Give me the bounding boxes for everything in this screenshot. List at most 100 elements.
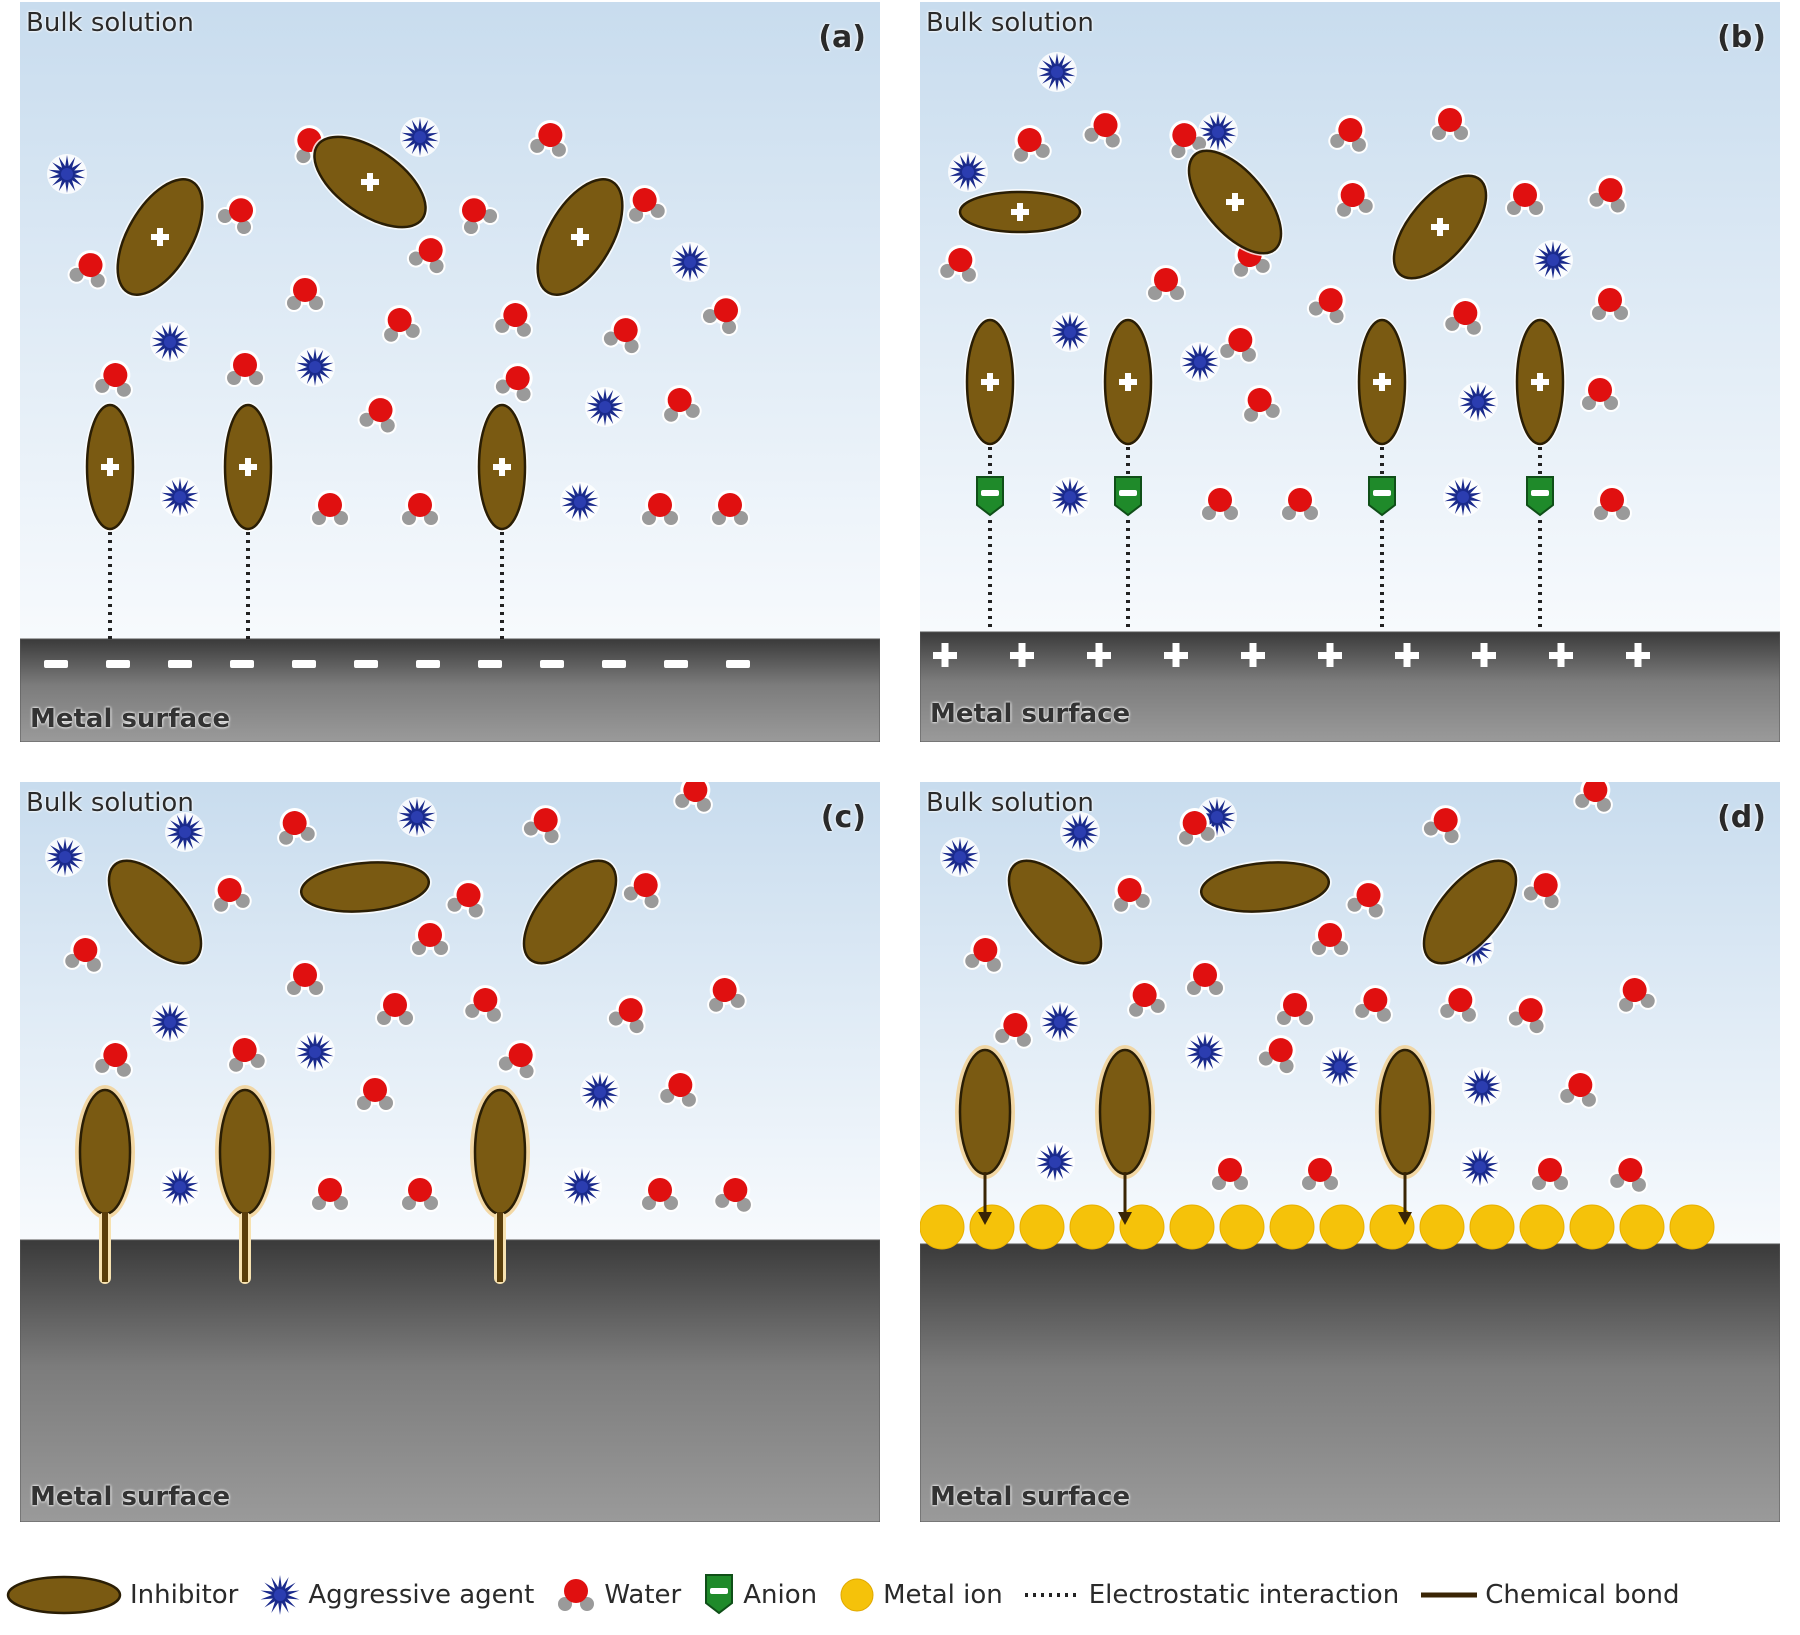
bulk-solution bbox=[920, 2, 1780, 632]
aggressive-agent bbox=[1460, 1147, 1500, 1187]
inhibitor-molecule bbox=[964, 317, 1016, 447]
inhibitor-molecule bbox=[1514, 317, 1566, 447]
panel-d: Bulk solution (d) Metal surface bbox=[920, 782, 1780, 1522]
metal-surface bbox=[20, 638, 880, 742]
plus-charge bbox=[1431, 218, 1449, 236]
inhibitor-icon bbox=[6, 1575, 122, 1615]
water-molecule bbox=[1573, 782, 1613, 814]
legend-label-anion: Anion bbox=[743, 1580, 818, 1610]
water-molecule bbox=[1590, 285, 1630, 322]
water-molecule bbox=[67, 250, 107, 290]
bulk-solution bbox=[20, 782, 880, 1240]
aggressive-agent bbox=[585, 387, 625, 427]
water-molecule bbox=[627, 185, 667, 224]
water-molecule bbox=[710, 490, 750, 527]
water-molecule bbox=[1530, 1155, 1570, 1192]
water-molecule bbox=[227, 1035, 267, 1074]
aggressive-agent bbox=[295, 347, 335, 387]
anion-icon bbox=[705, 1574, 734, 1615]
chemical-bond bbox=[242, 1212, 248, 1282]
panel-b-drawing bbox=[920, 2, 1780, 742]
legend-label-chemical-bond: Chemical bond bbox=[1485, 1580, 1680, 1610]
plus-charge bbox=[571, 228, 589, 246]
water-molecule bbox=[993, 1010, 1033, 1049]
inhibitor-molecule bbox=[215, 1085, 275, 1219]
plus-charge bbox=[1010, 643, 1034, 667]
aggressive-agent bbox=[1037, 52, 1077, 92]
plus-charge bbox=[1241, 643, 1265, 667]
aggressive-agent bbox=[150, 322, 190, 362]
electrostatic-interaction-icon bbox=[1024, 1593, 1081, 1597]
metal-ion bbox=[1319, 1204, 1365, 1250]
inhibitor-molecule bbox=[1095, 1045, 1155, 1179]
water-molecule bbox=[357, 395, 397, 435]
panel-a-bulk-label: Bulk solution bbox=[26, 8, 194, 38]
water-molecule bbox=[1506, 995, 1546, 1036]
inhibitor-molecule bbox=[957, 189, 1083, 235]
water-molecule bbox=[1345, 880, 1385, 920]
aggressive-agent bbox=[1180, 342, 1220, 382]
minus-charge bbox=[168, 660, 192, 668]
anion bbox=[1114, 476, 1142, 517]
bulk-solution bbox=[20, 2, 880, 639]
water-molecule bbox=[1256, 1035, 1296, 1076]
water-molecule bbox=[1310, 920, 1350, 957]
plus-charge bbox=[101, 458, 119, 476]
plus-charge bbox=[1164, 643, 1188, 667]
chemical-bond-arrowhead bbox=[978, 1212, 992, 1225]
inhibitor-molecule bbox=[84, 402, 136, 532]
water-molecule bbox=[285, 960, 325, 997]
water-molecule bbox=[212, 875, 252, 914]
plus-charge bbox=[1626, 643, 1650, 667]
aggressive-agent bbox=[160, 1167, 200, 1207]
legend-label-water: Water bbox=[604, 1580, 682, 1610]
panel-a-drawing bbox=[20, 2, 880, 742]
water-molecule bbox=[1617, 975, 1657, 1014]
water-molecule bbox=[1443, 298, 1483, 337]
water-molecule bbox=[1592, 485, 1632, 522]
legend-item-electrostatic-interaction: Electrostatic interaction bbox=[1023, 1573, 1399, 1617]
aggressive-agent bbox=[1443, 477, 1483, 517]
aggressive-agent bbox=[1320, 1047, 1360, 1087]
water-molecule bbox=[658, 1070, 698, 1109]
inhibitor-molecule bbox=[114, 176, 206, 298]
aggressive-agent bbox=[165, 812, 205, 852]
water-molecule bbox=[556, 1576, 597, 1613]
inhibitor-molecule bbox=[534, 176, 626, 298]
legend-item-anion: Anion bbox=[701, 1573, 817, 1617]
aggressive-agent bbox=[47, 154, 87, 194]
water-molecule bbox=[410, 920, 450, 957]
anion bbox=[976, 476, 1004, 517]
water-molecule bbox=[707, 975, 747, 1014]
metal-ion bbox=[1619, 1204, 1665, 1250]
metal-ion bbox=[1369, 1204, 1415, 1250]
water-molecule bbox=[310, 490, 350, 527]
water-molecule bbox=[1242, 385, 1282, 424]
water-molecule bbox=[225, 350, 265, 387]
panel-d-letter: (d) bbox=[1717, 800, 1766, 835]
metal-ion bbox=[1569, 1204, 1615, 1250]
aggressive-agent bbox=[562, 1167, 602, 1207]
water-molecule bbox=[1112, 875, 1152, 914]
water-molecule bbox=[1353, 985, 1393, 1024]
plus-charge bbox=[981, 373, 999, 391]
water-molecule bbox=[1280, 485, 1320, 522]
water-molecule bbox=[1335, 180, 1375, 219]
water-molecule bbox=[1218, 325, 1258, 364]
water-molecule bbox=[1328, 115, 1368, 154]
water-molecule bbox=[459, 195, 500, 237]
water-molecule bbox=[601, 315, 641, 356]
panel-b-bulk-label: Bulk solution bbox=[926, 8, 1094, 38]
water-molecule bbox=[640, 1175, 680, 1212]
legend-label-aggressive-agent: Aggressive agent bbox=[308, 1580, 535, 1610]
inhibitor-molecule bbox=[1421, 857, 1519, 967]
panel-c-drawing bbox=[20, 782, 880, 1522]
inhibitor-molecule bbox=[106, 857, 204, 967]
water-molecule bbox=[621, 870, 661, 911]
inhibitor-molecule bbox=[470, 1085, 530, 1219]
chemical-bond-arrowhead bbox=[1398, 1212, 1412, 1225]
plus-charge bbox=[1531, 373, 1549, 391]
plus-charge bbox=[1119, 373, 1137, 391]
panel-a-letter: (a) bbox=[818, 20, 866, 55]
